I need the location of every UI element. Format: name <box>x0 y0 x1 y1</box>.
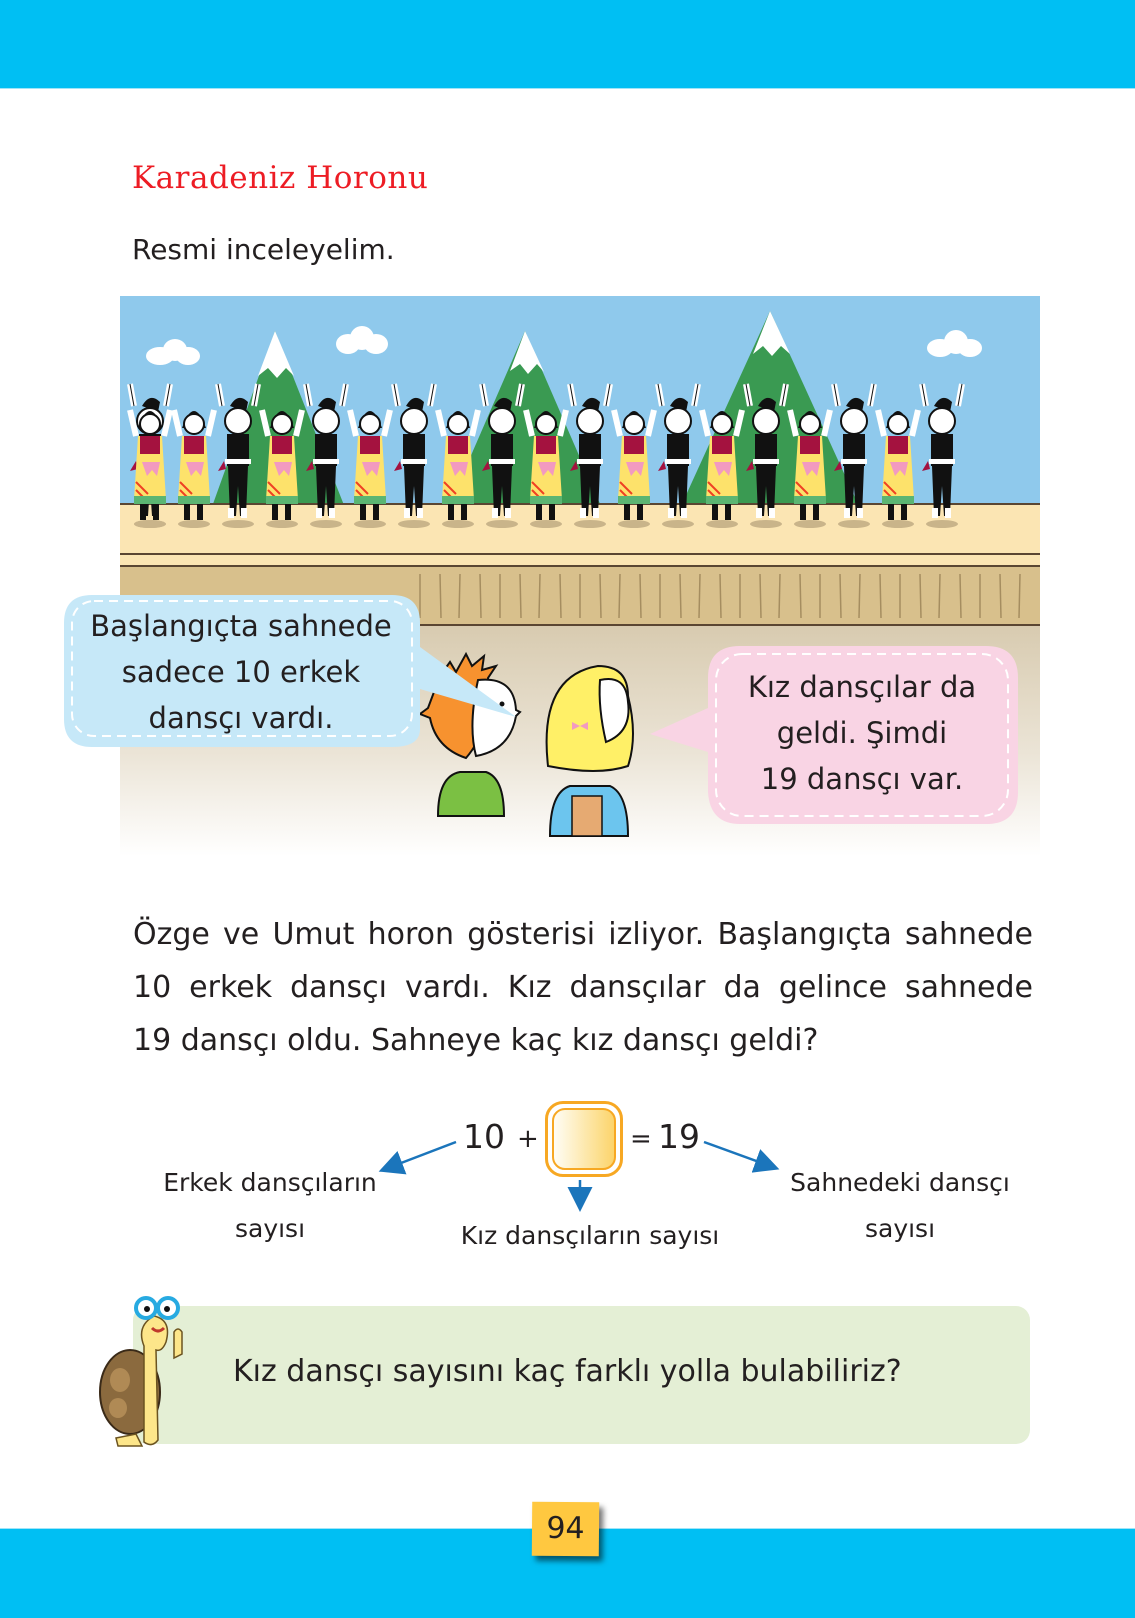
turtle-mascot-icon <box>99 1296 183 1447</box>
bubble-line: 19 dansçı var. <box>760 762 964 796</box>
problem-line: Özge ve Umut horon gösterisi izliyor. Ba… <box>133 917 1033 952</box>
tip-question: Kız dansçı sayısını kaç farklı yolla bul… <box>233 1354 902 1389</box>
top-color-band <box>0 0 1135 89</box>
bubble-line: Kız dansçılar da <box>747 670 977 704</box>
girl-ozge <box>545 664 634 837</box>
problem-line: 10 erkek dansçı vardı. Kız dansçılar da … <box>133 970 1033 1005</box>
answer-input-box[interactable] <box>545 1101 623 1177</box>
equation-equals: = <box>630 1124 652 1154</box>
bubble-line: Başlangıçta sahnede <box>90 609 392 643</box>
bubble-line: sadece 10 erkek <box>121 655 361 689</box>
equation-plus: + <box>517 1124 539 1154</box>
equation-left-operand: 10 <box>463 1117 505 1156</box>
speech-bubble-girl: Kız dansçılar da geldi. Şimdi 19 dansçı … <box>650 646 1018 824</box>
arrow-right-icon <box>703 1140 780 1173</box>
speech-bubble-boy: Başlangıçta sahnede sadece 10 erkek dans… <box>62 591 516 747</box>
answer-box-fill <box>552 1108 616 1170</box>
word-problem: Özge ve Umut horon gösterisi izliyor. Ba… <box>133 908 1033 1067</box>
label-female-count: Kız dansçıların sayısı <box>460 1221 720 1250</box>
bubble-shape <box>64 595 516 747</box>
cloud-icon <box>146 326 982 365</box>
page-number: 94 <box>531 1501 600 1557</box>
bubble-line: geldi. Şimdi <box>776 716 948 750</box>
tip-box <box>133 1306 1030 1444</box>
bubble-shape <box>650 646 1018 824</box>
instruction-text: Resmi inceleyelim. <box>132 233 395 266</box>
equation-result: 19 <box>658 1117 700 1156</box>
label-male-count: Erkek dansçıların sayısı <box>163 1168 377 1243</box>
female-dancer <box>127 409 173 528</box>
page-title: Karadeniz Horonu <box>132 160 429 196</box>
problem-line: 19 dansçı oldu. Sahneye kaç kız dansçı g… <box>133 1023 819 1058</box>
dancers <box>127 384 962 528</box>
bubble-line: dansçı vardı. <box>148 701 334 735</box>
label-total-count: Sahnedeki dansçı sayısı <box>790 1168 1010 1243</box>
